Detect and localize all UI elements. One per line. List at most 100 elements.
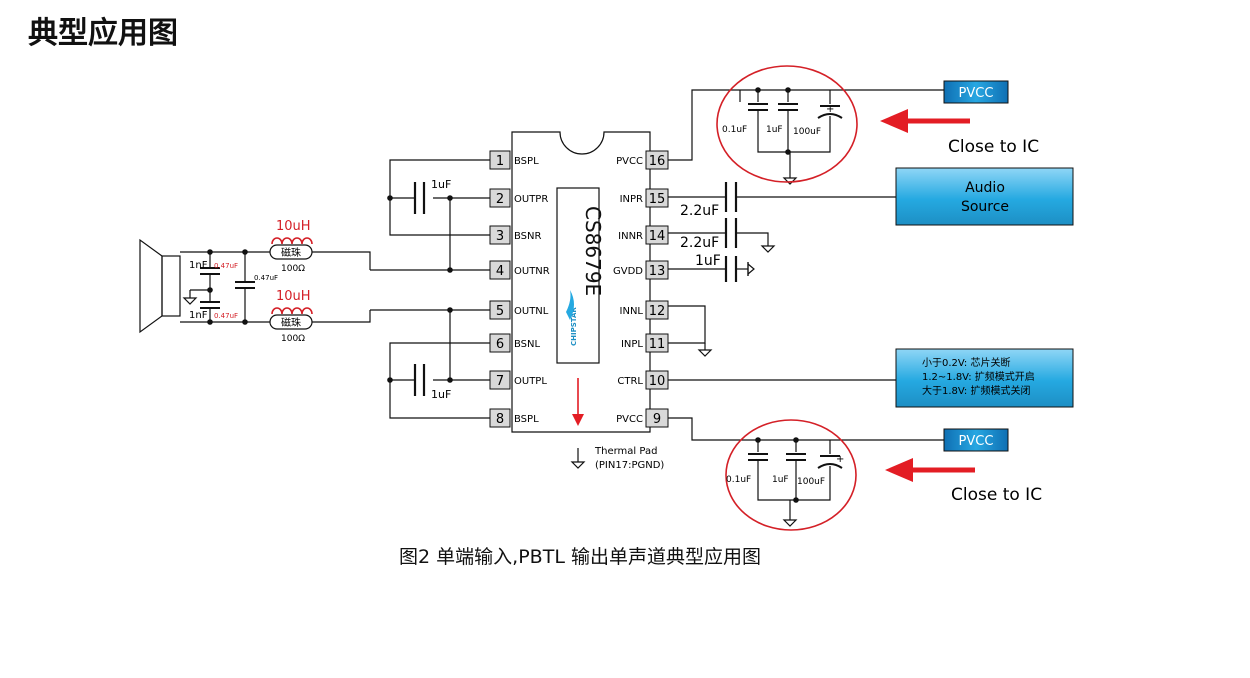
pin-box-left-4	[489, 260, 511, 280]
svg-text:+: +	[836, 454, 844, 465]
pin-number-15: 15	[649, 192, 666, 207]
inductor-bottom	[271, 307, 313, 315]
filter-top-047: 0.47uF	[214, 262, 238, 270]
pin-name-4: OUTNR	[514, 266, 550, 277]
bead-bottom-label: 磁珠	[281, 316, 301, 329]
innr-cap-label: 2.2uF	[680, 235, 719, 251]
pin-number-14: 14	[649, 229, 666, 244]
close-to-ic-top: Close to IC	[948, 137, 1039, 157]
pin-name-15: INPR	[620, 194, 643, 205]
pin-name-3: BSNR	[514, 231, 542, 242]
pin-box-right-9	[645, 408, 669, 428]
arrow-top	[880, 109, 908, 133]
filter-bottom-1nf: 1nF	[189, 310, 208, 321]
pin-number-1: 1	[496, 154, 504, 169]
pin-box-right-10	[645, 370, 669, 390]
chip-part-number: CS8679E	[581, 206, 605, 296]
chip-label-box	[556, 187, 600, 364]
inductor-top	[271, 237, 313, 245]
top-cap-3-label: 100uF	[793, 127, 821, 137]
pin-name-2: OUTPR	[514, 194, 548, 205]
pin-box-left-7	[489, 370, 511, 390]
pin-name-16: PVCC	[616, 156, 643, 167]
bottom-cap-2-label: 1uF	[772, 475, 789, 485]
pin-name-10: CTRL	[617, 376, 643, 387]
pin-name-9: PVCC	[616, 414, 643, 425]
pin-box-right-14	[645, 225, 669, 245]
pin-number-13: 13	[649, 264, 666, 279]
pvcc-top-box	[943, 80, 1009, 104]
chip-brand: CHIPSTAR	[570, 307, 578, 346]
pin-number-2: 2	[496, 192, 504, 207]
close-to-ic-bottom: Close to IC	[951, 485, 1042, 505]
pin-number-8: 8	[496, 412, 504, 427]
pin-number-9: 9	[653, 412, 661, 427]
pin-name-7: OUTPL	[514, 376, 547, 387]
bead-top-value: 100Ω	[281, 264, 305, 274]
pin-box-right-12	[645, 300, 669, 320]
pin-number-5: 5	[496, 304, 504, 319]
ctrl-box	[895, 348, 1074, 408]
highlight-circle-top	[716, 65, 858, 183]
pin-number-6: 6	[496, 337, 504, 352]
pin-box-right-11	[645, 333, 669, 353]
pin-box-right-16	[645, 150, 669, 170]
pin-name-13: GVDD	[613, 266, 643, 277]
pin-box-right-15	[645, 188, 669, 208]
arrow-bottom	[885, 458, 913, 482]
filter-top-1nf: 1nF	[189, 260, 208, 271]
filter-mid-047: 0.47uF	[254, 274, 278, 282]
inductor-top-label: 10uH	[276, 219, 311, 234]
pin-name-8: BSPL	[514, 414, 539, 425]
pin-box-right-13	[645, 260, 669, 280]
pin-name-5: OUTNL	[514, 306, 549, 317]
figure-caption: 图2 单端输入,PBTL 输出单声道典型应用图	[399, 546, 761, 568]
gvdd-cap-label: 1uF	[695, 253, 721, 269]
pin-box-left-8	[489, 408, 511, 428]
svg-text:+: +	[826, 104, 834, 115]
pin-number-12: 12	[649, 304, 666, 319]
pin-box-left-3	[489, 225, 511, 245]
bottom-cap-1-label: 0.1uF	[726, 475, 751, 485]
pin-box-left-1	[489, 150, 511, 170]
inductor-bottom-label: 10uH	[276, 289, 311, 304]
audio-source-line2: Source	[961, 199, 1009, 215]
pvcc-top-label: PVCC	[959, 86, 994, 101]
filter-bottom-047: 0.47uF	[214, 312, 238, 320]
pin-name-14: INNR	[618, 231, 643, 242]
pin-number-16: 16	[649, 154, 666, 169]
highlight-circle-bottom	[725, 419, 857, 531]
inpr-cap-label: 2.2uF	[680, 203, 719, 219]
audio-source-box	[895, 167, 1074, 226]
audio-source-line1: Audio	[965, 180, 1005, 196]
pin-name-1: BSPL	[514, 156, 539, 167]
boot-cap-top-label: 1uF	[431, 178, 451, 191]
ctrl-line2: 1.2~1.8V: 扩频模式开启	[922, 370, 1035, 383]
brand-swoosh	[566, 290, 574, 320]
pvcc-bottom-box	[943, 428, 1009, 452]
thermal-pad-pin: (PIN17:PGND)	[595, 460, 664, 471]
pin-box-left-6	[489, 333, 511, 353]
ctrl-line3: 大于1.8V: 扩频模式关闭	[922, 384, 1030, 397]
ctrl-line1: 小于0.2V: 芯片关断	[922, 356, 1010, 369]
pin-number-7: 7	[496, 374, 504, 389]
bead-bottom-value: 100Ω	[281, 334, 305, 344]
pin-number-11: 11	[649, 337, 666, 352]
pin-name-11: INPL	[621, 339, 643, 350]
pin-number-4: 4	[496, 264, 504, 279]
page-title: 典型应用图	[28, 16, 178, 51]
thermal-pad-label: Thermal Pad	[594, 446, 657, 457]
pin-box-left-5	[489, 300, 511, 320]
pin-name-12: INNL	[620, 306, 644, 317]
pin-name-6: BSNL	[514, 339, 541, 350]
pin-number-3: 3	[496, 229, 504, 244]
bottom-cap-3-label: 100uF	[797, 477, 825, 487]
bead-top-label: 磁珠	[281, 246, 301, 259]
pin-box-left-2	[489, 188, 511, 208]
pin-number-10: 10	[649, 374, 666, 389]
top-cap-2-label: 1uF	[766, 125, 783, 135]
boot-cap-bottom-label: 1uF	[431, 388, 451, 401]
top-cap-1-label: 0.1uF	[722, 125, 747, 135]
pvcc-bottom-label: PVCC	[959, 434, 994, 449]
